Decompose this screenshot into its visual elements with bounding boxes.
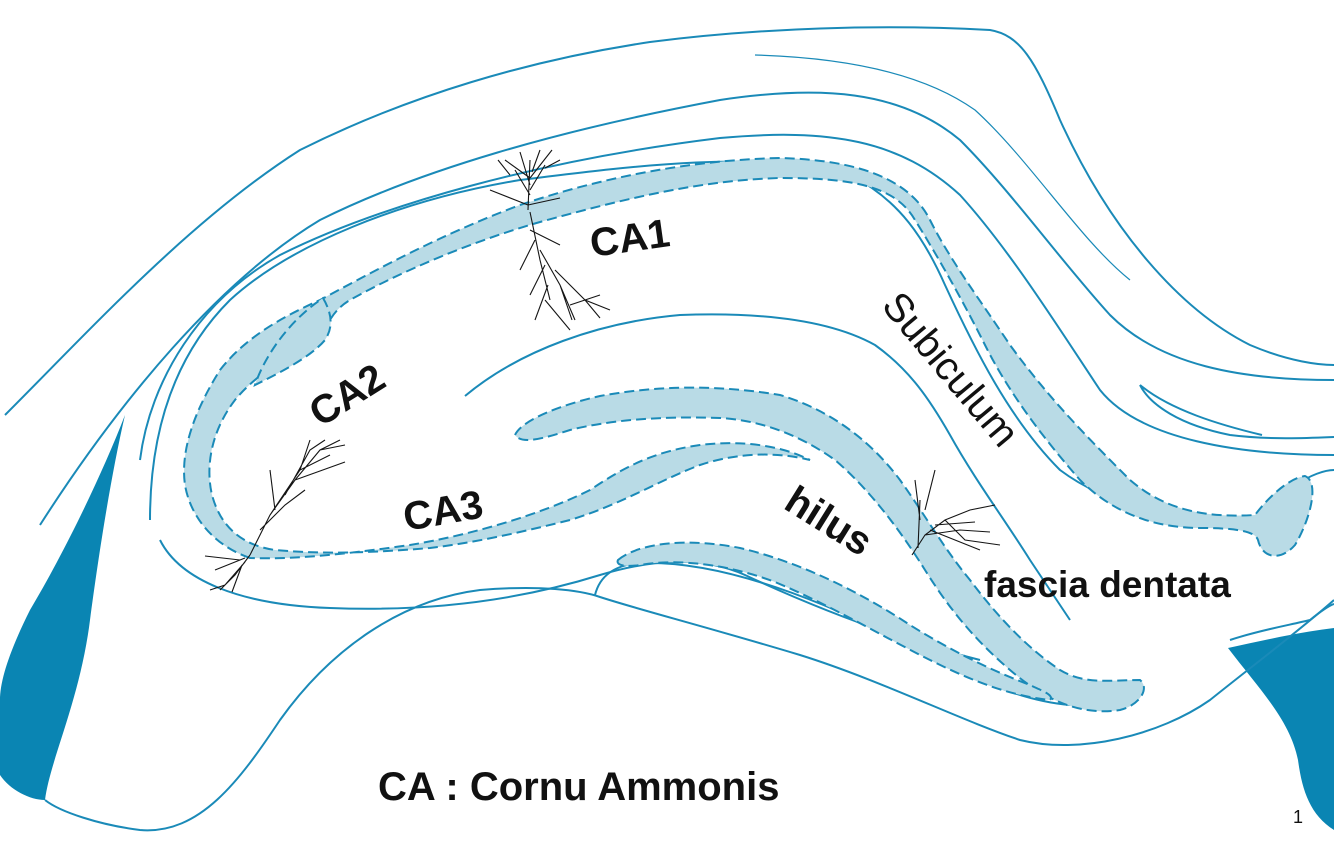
fascia-dentata-label: fascia dentata <box>984 564 1231 605</box>
pyramidal-neuron-icon <box>204 439 346 593</box>
ca2-bulge <box>253 296 332 387</box>
pyramidal-cell-layer <box>183 156 1314 560</box>
hilus-label: hilus <box>777 478 879 565</box>
cell-layers <box>183 156 1314 713</box>
right-edge-line <box>1229 603 1334 641</box>
pyramidal-neuron-icon <box>489 149 611 331</box>
subiculum-fold-inner <box>1139 384 1263 436</box>
subiculum-upper-line <box>754 54 1131 281</box>
oriens-line <box>139 133 1334 461</box>
ca2-label: CA2 <box>302 356 393 436</box>
granule-layer-lower <box>616 541 1052 702</box>
outer-boundary-line <box>4 26 1334 416</box>
granule-layer-upper <box>513 386 1145 713</box>
fissure-line <box>464 313 1071 621</box>
ca1-label: CA1 <box>587 211 672 266</box>
left-ventricle-region <box>0 415 125 800</box>
caption: CA : Cornu Ammonis <box>378 765 779 809</box>
granule-neuron-icon <box>911 469 1001 556</box>
right-ventricle-region <box>1228 628 1334 830</box>
ca3-lower-boundary <box>159 539 981 661</box>
page-number: 1 <box>1293 807 1303 827</box>
subiculum-fold-outer <box>1139 384 1334 440</box>
lower-boundary-line <box>44 587 1334 832</box>
alveus-line <box>39 91 1334 526</box>
